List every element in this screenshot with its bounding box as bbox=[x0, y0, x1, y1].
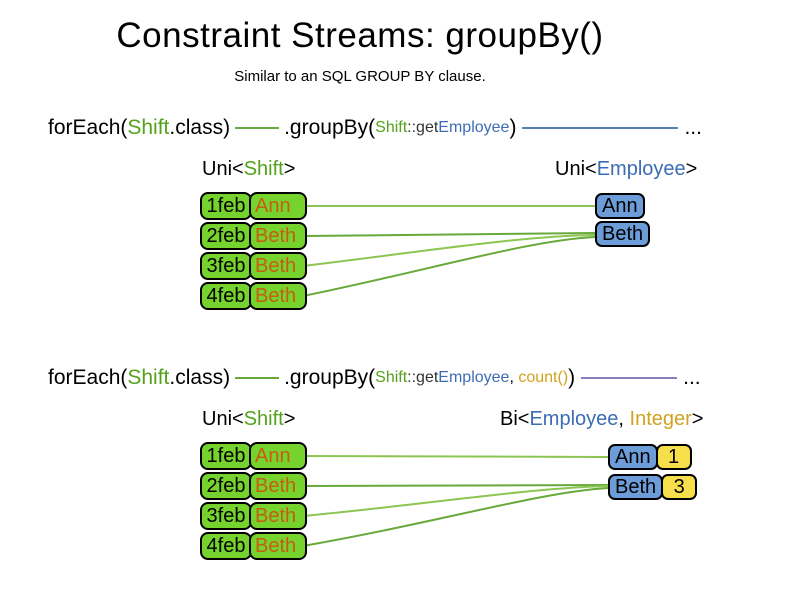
code1-shift-class: Shift bbox=[127, 116, 170, 139]
d2-count-box-ann: 1 bbox=[655, 444, 692, 470]
code1-flow-line-green bbox=[235, 127, 280, 129]
code-line-1: forEach(Shift.class) .groupBy(Shift::get… bbox=[48, 115, 702, 141]
code2-ellipsis: ... bbox=[683, 366, 701, 389]
slide-subtitle: Similar to an SQL GROUP BY clause. bbox=[234, 68, 486, 85]
d2-group-pair-ann: Ann 1 bbox=[608, 444, 692, 470]
d2-row1-date-cell: 1feb bbox=[200, 442, 252, 470]
d1-row4-employee-cell: Beth bbox=[249, 282, 307, 310]
d2-row3-date-cell: 3feb bbox=[200, 502, 252, 530]
code1-arg-type: Employee bbox=[438, 119, 510, 136]
d2-left-type-label: Uni<Shift> bbox=[202, 408, 295, 431]
code1-groupby: .groupBy( bbox=[284, 116, 376, 139]
d1-right-label-type: Employee bbox=[596, 158, 686, 180]
code2-arg-class: Shift bbox=[375, 369, 408, 386]
d2-group-box-ann: Ann bbox=[608, 444, 658, 470]
d2-left-label-type: Shift bbox=[243, 408, 284, 430]
d1-shift-row-1: 1feb Ann bbox=[200, 192, 307, 220]
d1-row2-date-cell: 2feb bbox=[200, 222, 252, 250]
d1-row1-date-cell: 1feb bbox=[200, 192, 252, 220]
d2-left-label-suffix: > bbox=[283, 408, 296, 430]
d2-right-label-separator: , bbox=[618, 408, 630, 430]
code2-count: count() bbox=[518, 369, 569, 386]
connector-d2-row3 bbox=[302, 485, 609, 517]
code1-arg-class: Shift bbox=[375, 119, 408, 136]
slide-title: Constraint Streams: groupBy() bbox=[116, 16, 604, 55]
d1-shift-row-3: 3feb Beth bbox=[200, 252, 307, 280]
d1-left-label-suffix: > bbox=[283, 158, 296, 180]
code2-groupby: .groupBy( bbox=[284, 366, 376, 389]
d1-left-label-prefix: Uni< bbox=[202, 158, 244, 180]
d2-right-label-type2: Integer bbox=[629, 408, 692, 430]
d1-left-type-label: Uni<Shift> bbox=[202, 158, 295, 181]
code2-flow-line-purple bbox=[581, 377, 678, 379]
d2-group-box-beth: Beth bbox=[608, 474, 664, 500]
d2-shift-row-4: 4feb Beth bbox=[200, 532, 307, 560]
code1-ellipsis: ... bbox=[684, 116, 702, 139]
code2-arg-type: Employee bbox=[438, 369, 510, 386]
d1-group-box-beth: Beth bbox=[595, 221, 651, 247]
d2-row3-employee-cell: Beth bbox=[249, 502, 307, 530]
d2-row4-date-cell: 4feb bbox=[200, 532, 252, 560]
code2-foreach: forEach( bbox=[48, 366, 128, 389]
connector-d1-row2 bbox=[302, 232, 596, 237]
connector-d1-row3 bbox=[302, 234, 596, 267]
code1-foreach: forEach( bbox=[48, 116, 128, 139]
d2-shift-row-2: 2feb Beth bbox=[200, 472, 307, 500]
code2-class-close: .class) bbox=[169, 366, 231, 389]
code1-class-close: .class) bbox=[169, 116, 231, 139]
d1-row3-employee-cell: Beth bbox=[249, 252, 307, 280]
code2-flow-line-green bbox=[235, 377, 280, 379]
code-line-2: forEach(Shift.class) .groupBy(Shift::get… bbox=[48, 365, 701, 391]
connector-d2-row4 bbox=[302, 487, 609, 547]
connector-d2-row1 bbox=[302, 455, 609, 458]
d1-left-label-type: Shift bbox=[243, 158, 284, 180]
code2-close-paren: ) bbox=[568, 366, 576, 389]
d2-row2-employee-cell: Beth bbox=[249, 472, 307, 500]
d1-right-type-label: Uni<Employee> bbox=[555, 158, 697, 181]
d1-row3-date-cell: 3feb bbox=[200, 252, 252, 280]
code1-flow-line-blue bbox=[522, 127, 679, 129]
d1-group-box-ann: Ann bbox=[595, 193, 645, 219]
d2-row2-date-cell: 2feb bbox=[200, 472, 252, 500]
d1-shift-row-2: 2feb Beth bbox=[200, 222, 307, 250]
code2-shift-class: Shift bbox=[127, 366, 170, 389]
d1-right-label-suffix: > bbox=[685, 158, 698, 180]
d1-row4-date-cell: 4feb bbox=[200, 282, 252, 310]
connector-d1-row4 bbox=[302, 236, 596, 297]
d2-row1-employee-cell: Ann bbox=[249, 442, 307, 470]
d2-right-label-prefix: Bi< bbox=[500, 408, 530, 430]
d2-right-label-type1: Employee bbox=[529, 408, 619, 430]
d2-shift-row-3: 3feb Beth bbox=[200, 502, 307, 530]
d1-row2-employee-cell: Beth bbox=[249, 222, 307, 250]
d2-right-type-label: Bi<Employee, Integer> bbox=[500, 408, 703, 431]
connector-d2-row2 bbox=[302, 484, 609, 487]
d2-left-label-prefix: Uni< bbox=[202, 408, 244, 430]
code2-arg-method: ::get bbox=[407, 369, 439, 386]
d1-row1-employee-cell: Ann bbox=[249, 192, 307, 220]
code1-close-paren: ) bbox=[509, 116, 517, 139]
d2-shift-row-1: 1feb Ann bbox=[200, 442, 307, 470]
code1-arg-method: ::get bbox=[407, 119, 439, 136]
d1-shift-row-4: 4feb Beth bbox=[200, 282, 307, 310]
d2-row4-employee-cell: Beth bbox=[249, 532, 307, 560]
d1-right-label-prefix: Uni< bbox=[555, 158, 597, 180]
code2-comma: , bbox=[509, 369, 519, 386]
d2-group-pair-beth: Beth 3 bbox=[608, 474, 698, 500]
d2-count-box-beth: 3 bbox=[661, 474, 698, 500]
d2-right-label-suffix: > bbox=[691, 408, 704, 430]
